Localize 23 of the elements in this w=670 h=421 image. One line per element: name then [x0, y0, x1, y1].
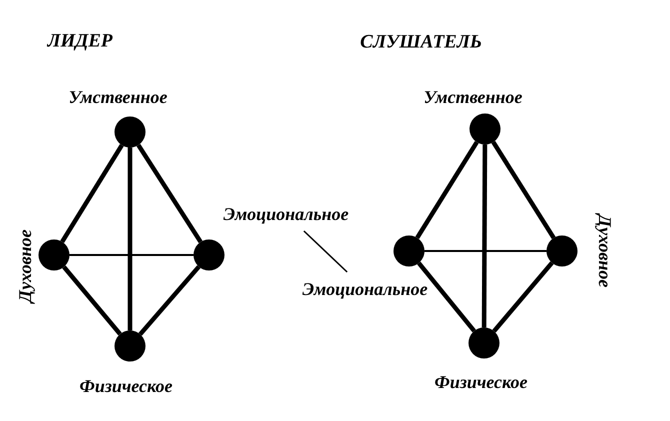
node-label: Эмоциональное — [302, 280, 428, 298]
edge-line — [128, 148, 132, 330]
vertex-label: Духовное — [16, 229, 34, 303]
vertex-label: Физическое — [80, 377, 172, 395]
edge-line — [62, 265, 122, 336]
edge-line — [417, 262, 476, 332]
edge-line — [491, 140, 556, 240]
vertex-label: Умственное — [424, 88, 522, 106]
connector-line — [303, 230, 348, 273]
edge-line — [138, 265, 201, 336]
edge-line — [70, 254, 194, 256]
edge-line — [492, 261, 554, 333]
node-label: Эмоциональное — [223, 205, 349, 223]
figure-heading: ЛИДЕР — [47, 32, 113, 50]
vertex-label: Умственное — [68, 88, 168, 106]
edge-line — [60, 144, 124, 243]
edge-line — [424, 250, 546, 252]
figure-heading: СЛУШАТЕЛЬ — [360, 32, 482, 52]
edge-line — [415, 140, 479, 240]
vertex-label: Духовное — [596, 214, 614, 288]
edge-line — [482, 144, 488, 328]
edge-line — [136, 144, 203, 244]
vertex-label: Физическое — [434, 373, 528, 391]
